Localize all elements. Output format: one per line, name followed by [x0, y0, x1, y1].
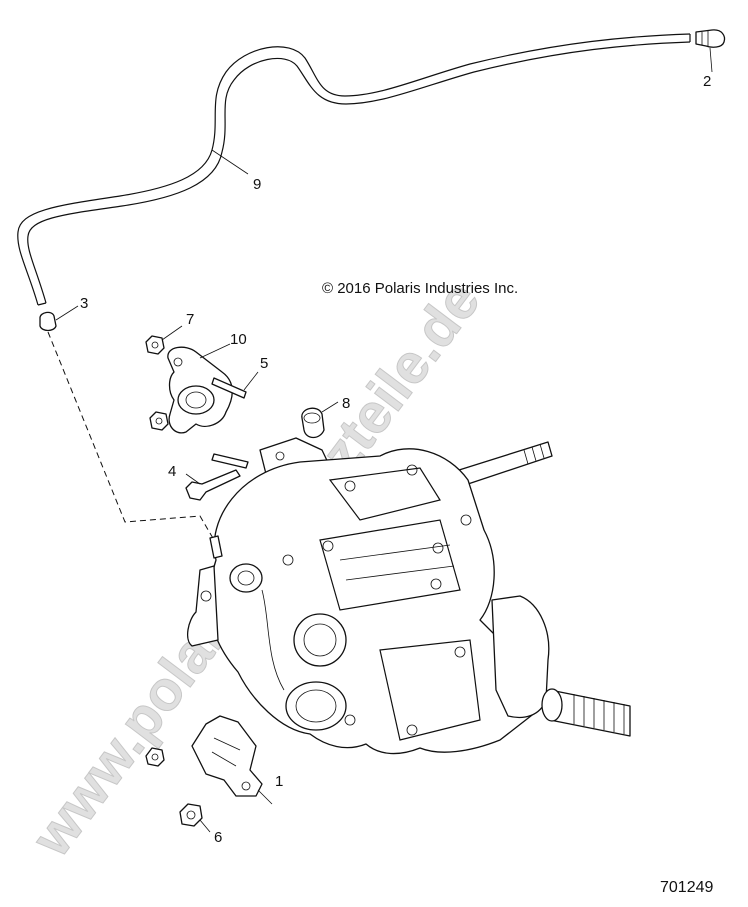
part-7-bolt	[145, 325, 183, 355]
callout-10: 10	[230, 331, 247, 348]
hose-routing-line	[47, 331, 215, 541]
part-1-bracket	[191, 715, 273, 805]
callout-2: 2	[703, 73, 711, 90]
callout-labels: 1 2 3 4 5 6 7 8 9 10	[80, 73, 711, 846]
part-5-bolt	[211, 371, 259, 399]
callout-9: 9	[253, 176, 261, 193]
figure-number: 701249	[660, 879, 713, 896]
part-9-vent-hose	[17, 33, 691, 306]
callout-8: 8	[342, 395, 350, 412]
callout-4: 4	[168, 463, 176, 480]
part-4-bolts	[185, 453, 249, 501]
callout-7: 7	[186, 311, 194, 328]
callout-6: 6	[214, 829, 222, 846]
part-6-bolt	[179, 803, 211, 833]
part-3-clamp	[39, 305, 79, 332]
copyright-text: © 2016 Polaris Industries Inc.	[322, 280, 518, 297]
part-8-plug	[301, 401, 339, 439]
part-2-fitting	[695, 29, 726, 73]
callout-1: 1	[275, 773, 283, 790]
bracket-nut	[145, 747, 165, 767]
callout-5: 5	[260, 355, 268, 372]
transmission-assembly	[186, 437, 631, 755]
sensor-nut	[149, 411, 169, 431]
callout-3: 3	[80, 295, 88, 312]
part-10-sensor	[167, 343, 233, 434]
leader-lines	[211, 149, 249, 175]
